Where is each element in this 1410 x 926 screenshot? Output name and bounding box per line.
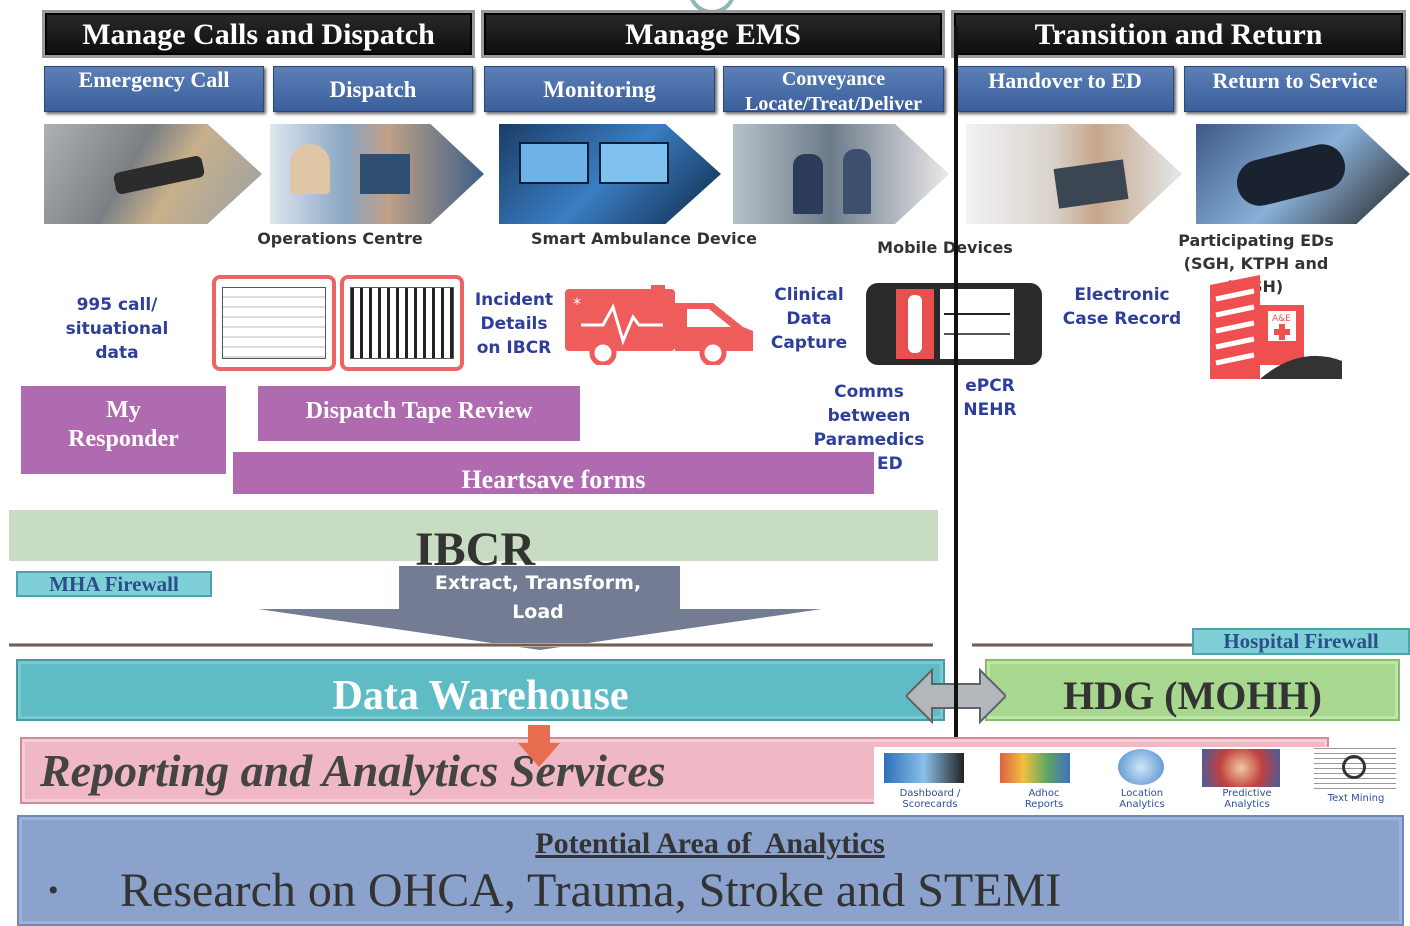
monitoring-screens-image [499, 124, 721, 224]
etl-arrow [258, 566, 822, 650]
predictive-caption: Predictive Analytics [1222, 788, 1272, 810]
svg-text:A&E: A&E [1272, 314, 1291, 324]
divider-left [9, 643, 933, 647]
stage-return-service: Return to Service [1184, 66, 1406, 112]
phase-manage-ems: Manage EMS [481, 10, 945, 58]
phone-call-image [44, 124, 262, 224]
analytics-panel [17, 815, 1404, 926]
label-epcr-nehr: ePCR NEHR [963, 376, 1017, 420]
etl-label: Extract, Transform, Load [434, 572, 642, 623]
caption-mobile-devices: Mobile Devices [877, 238, 1013, 257]
heartsave-forms-box: Heartsave forms [233, 452, 874, 494]
my-responder-box: My Responder [21, 386, 226, 474]
location-analytics-icon [1118, 749, 1164, 785]
dashboard-caption: Dashboard / Scorecards [899, 788, 961, 810]
phase-transition-return: Transition and Return [951, 10, 1406, 58]
analytics-item: Research on OHCA, Trauma, Stroke and STE… [120, 864, 1062, 917]
predictive-analytics-icon [1202, 749, 1280, 787]
data-warehouse-box: Data Warehouse [16, 659, 945, 721]
caption-operations-centre: Operations Centre [257, 229, 423, 248]
stage-monitoring: Monitoring [484, 66, 715, 112]
adhoc-caption: Adhoc Reports [1024, 788, 1064, 810]
ibcr-band [9, 510, 938, 561]
stage-handover: Handover to ED [956, 66, 1174, 112]
stage-conveyance: Conveyance Locate/Treat/Deliver [723, 66, 944, 112]
hospital-firewall-badge: Hospital Firewall [1192, 628, 1410, 655]
operations-centre-image [270, 124, 484, 224]
rearview-mirror-image [1196, 124, 1410, 224]
label-electronic-case: Electronic Case Record [1062, 285, 1182, 329]
divider-right [972, 643, 1198, 647]
hdg-mohh-box: HDG (MOHH) [985, 659, 1400, 721]
location-caption: Location Analytics [1119, 788, 1165, 810]
phase-divider-vertical [954, 26, 958, 744]
analytics-icons-strip: Dashboard / Scorecards Adhoc Reports Loc… [874, 747, 1406, 810]
paramedics-stretcher-image [733, 124, 949, 224]
ambulance-icon: * [565, 285, 753, 365]
text-mining-icon [1314, 747, 1396, 789]
label-clinical-data: Clinical Data Capture [770, 285, 848, 353]
label-995-call: 995 call/ situational data [65, 295, 169, 363]
down-arrow-icon [518, 725, 560, 767]
analytics-heading: Potential Area of Analytics [535, 827, 885, 860]
dispatch-screens-icon [212, 275, 464, 375]
hospital-building-icon: A&E [1210, 275, 1342, 379]
caption-smart-ambulance: Smart Ambulance Device [531, 229, 757, 248]
mha-firewall-badge: MHA Firewall [16, 571, 212, 597]
adhoc-reports-icon [1000, 753, 1070, 783]
reporting-label: Reporting and Analytics Services [40, 745, 666, 796]
dispatch-tape-review-box: Dispatch Tape Review [258, 386, 580, 441]
analytics-bullet: • [48, 874, 59, 907]
stage-dispatch: Dispatch [273, 66, 473, 112]
stage-emergency-call: Emergency Call [44, 66, 264, 112]
text-mining-caption: Text Mining [1327, 793, 1385, 804]
doctor-tablet-image [966, 124, 1182, 224]
dashboard-icon [884, 753, 964, 783]
phase-manage-calls: Manage Calls and Dispatch [42, 10, 475, 58]
label-incident-details: Incident Details on IBCR [474, 290, 554, 358]
svg-text:*: * [573, 294, 581, 313]
